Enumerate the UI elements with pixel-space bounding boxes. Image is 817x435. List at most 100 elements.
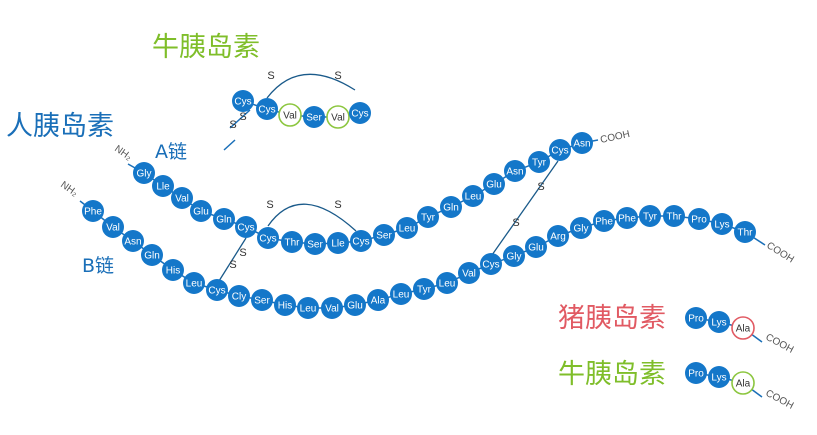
b-chain-residue-8-circle: [228, 285, 250, 307]
b-chain-residue-27-label: Thr: [667, 212, 683, 223]
bovine-a-segment-residue-3-circle: [278, 103, 302, 127]
a-chain-residue-4-circle: [190, 200, 212, 222]
b-chain-residue-8: Cly: [228, 285, 250, 307]
a-chain-residue-11: Cys: [350, 230, 372, 252]
b-chain-residue-21-circle: [525, 236, 547, 258]
a-chain-residue-6-label: Cys: [237, 223, 254, 234]
bovine-a-segment-residue-4-circle: [303, 106, 325, 128]
a-chain-residue-5-circle: [213, 208, 235, 230]
b-chain-residue-16: Tyr: [413, 278, 435, 300]
b-chain-residue-12-circle: [321, 297, 343, 319]
b-chain-residue-25: Phe: [616, 207, 638, 229]
b-chain-residue-28-circle: [688, 208, 710, 230]
a-chain-residue-3-label: Val: [175, 194, 189, 205]
pig-b-tail-residue-3-label: Ala: [736, 324, 751, 335]
bovine-b-tail-residue-3-label: Ala: [736, 379, 751, 390]
a-chain-residue-15-label: Gln: [443, 203, 459, 214]
b-chain-residue-14: Ala: [367, 289, 389, 311]
a-chain-residue-15: Gln: [440, 196, 462, 218]
b-chain-residue-9-circle: [251, 289, 273, 311]
b-chain-residue-30-label: Thr: [738, 228, 754, 239]
b-chain-residue-13-circle: [344, 294, 366, 316]
b-chain-residue-20: Gly: [503, 245, 525, 267]
top-intrachain-disulfide: [266, 73, 356, 99]
b-chain-residue-11-circle: [297, 297, 319, 319]
a-chain-residue-7-circle: [257, 227, 279, 249]
a-chain-residue-8: Thr: [281, 231, 303, 253]
bovine-a-segment-residue-6-label: Cys: [351, 109, 368, 120]
pig-b-tail-backbone: [695, 317, 763, 343]
a-chain-residue-17: Glu: [483, 173, 505, 195]
b-chain-residue-2-circle: [102, 216, 124, 238]
interchain-disulfide-1: [218, 237, 247, 282]
a-intra-s1: S: [266, 199, 273, 211]
a-chain-residue-17-circle: [483, 173, 505, 195]
a-chain-residue-20-label: Cys: [551, 146, 568, 157]
b-chain-residue-2-label: Val: [106, 223, 120, 234]
b-chain-residue-1: Phe: [82, 200, 104, 222]
a-chain-residue-12: Ser: [373, 224, 395, 246]
inter1-s2: S: [229, 259, 236, 271]
b-chain-residue-6: Leu: [183, 272, 205, 294]
bovine-a-segment-residue-2: Cys: [256, 98, 278, 120]
inter1-s1: S: [239, 247, 246, 259]
b-chain-residue-15-circle: [390, 283, 412, 305]
b-chain-residue-22-circle: [547, 225, 569, 247]
b-chain-residue-16-circle: [413, 278, 435, 300]
top-fragment-s-link: [229, 109, 251, 129]
b-chain-residue-10-label: His: [278, 301, 292, 312]
a-chain-residue-13-label: Leu: [399, 224, 416, 235]
b-chain-residue-26-circle: [639, 205, 661, 227]
bovine-a-segment-residue-6: Cys: [349, 102, 371, 124]
a-chain-residue-20: Cys: [549, 139, 571, 161]
bovine-b-tail-residue-1: Pro: [685, 362, 707, 384]
b-chain-residue-2: Val: [102, 216, 124, 238]
b-chain-residue-10: His: [274, 294, 296, 316]
b-chain-residue-13-label: Glu: [347, 301, 363, 312]
pig-b-tail-residue-1-circle: [685, 307, 707, 329]
a-chain-residue-19: Tyr: [528, 151, 550, 173]
a-chain-residue-13: Leu: [396, 217, 418, 239]
a-chain-label: A链: [155, 141, 187, 163]
b-chain-residue-1-label: Phe: [84, 207, 102, 218]
bovine-a-segment-residue-3: Val: [278, 103, 302, 127]
b-chain-residue-12-label: Val: [325, 304, 339, 315]
pig-b-tail-residue-3-circle: [731, 316, 755, 340]
b-chain-residue-19: Cys: [480, 253, 502, 275]
top-fragment-tail: [223, 139, 236, 151]
a-chain-residue-14: Tyr: [417, 206, 439, 228]
a-chain-residue-18: Asn: [504, 160, 526, 182]
a-chain-residue-8-label: Thr: [285, 238, 301, 249]
b-chain-residue-14-label: Ala: [371, 296, 386, 307]
b-chain-residue-6-label: Leu: [186, 279, 203, 290]
a-chain-residue-12-circle: [373, 224, 395, 246]
bovine-a-segment-residue-4: Ser: [303, 106, 325, 128]
a-chain-residue-3: Val: [171, 187, 193, 209]
bovine-b-tail-residue-1-circle: [685, 362, 707, 384]
a-chain-residue-9-label: Ser: [307, 240, 323, 251]
a-chain-residue-2-circle: [152, 175, 174, 197]
a-chain-residue-18-circle: [504, 160, 526, 182]
b-chain-cooh-label: COOH: [764, 240, 795, 265]
bovine-b-tail-residue-1-label: Pro: [688, 369, 704, 380]
a-chain-residue-1: Gly: [133, 162, 155, 184]
b-chain-residue-4-circle: [141, 244, 163, 266]
a-chain-residue-5-label: Gln: [216, 215, 232, 226]
a-chain-nh2-label: NH₂: [112, 143, 133, 163]
a-chain-residue-2-label: Lle: [156, 182, 170, 193]
pig-insulin-title: 猪胰岛素: [558, 303, 666, 334]
bovine-b-tail-residue-2-circle: [708, 366, 730, 388]
b-chain-residue-26: Tyr: [639, 205, 661, 227]
b-chain-residue-9-label: Ser: [254, 296, 270, 307]
b-chain-residue-29-label: Lys: [714, 220, 729, 231]
top-interchain-s2: S: [239, 111, 246, 123]
a-chain-residue-13-circle: [396, 217, 418, 239]
b-chain-residue-19-label: Cys: [482, 260, 499, 271]
bovine-b-tail-residue-2: Lys: [708, 366, 730, 388]
a-chain-residue-4-label: Glu: [193, 207, 209, 218]
inter2-s2: S: [512, 217, 519, 229]
b-chain-residue-22: Arg: [547, 225, 569, 247]
a-chain-residue-7-label: Cys: [259, 234, 276, 245]
